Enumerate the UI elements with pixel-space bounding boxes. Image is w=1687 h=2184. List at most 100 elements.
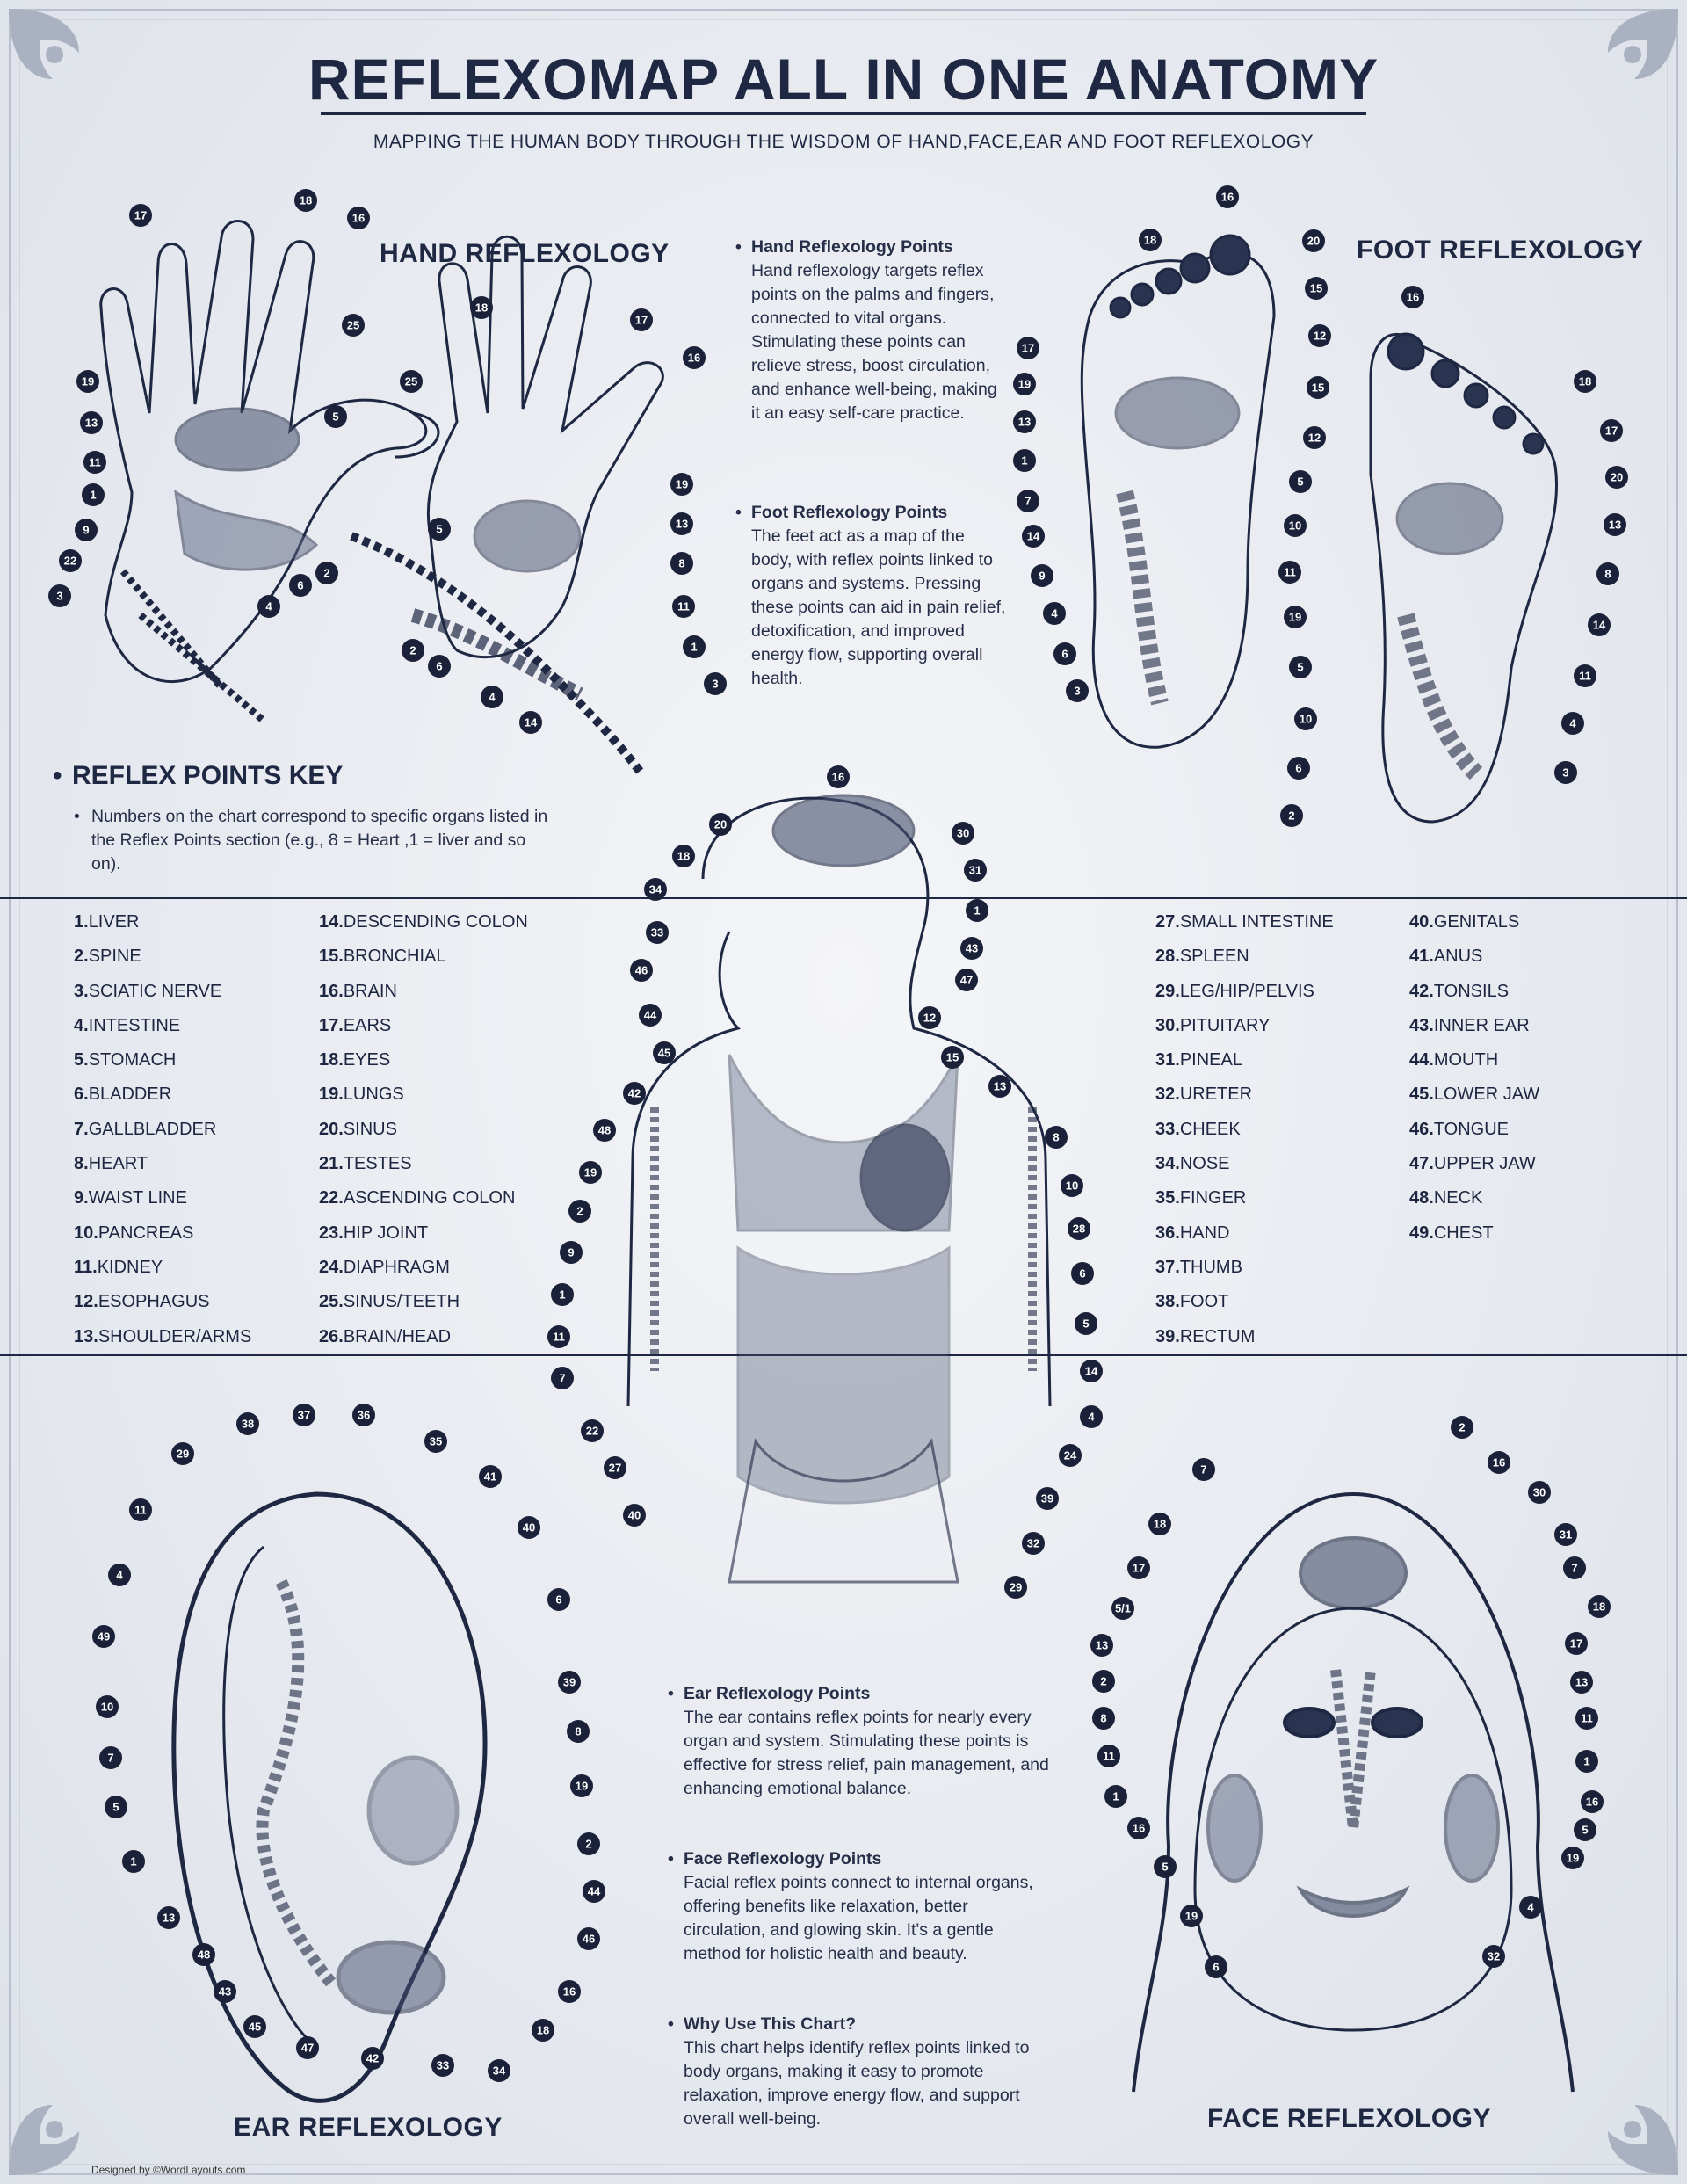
key-item: 41.ANUS [1409,940,1539,974]
callout-number: 15 [1312,381,1324,395]
callout-number: 13 [85,417,98,430]
callout-marker [1278,561,1301,584]
callout-marker [324,405,347,428]
page-title: REFLEXOMAP ALL IN ONE ANATOMY [308,47,1379,112]
callout-number: 40 [523,1521,535,1535]
callout-marker [1596,562,1619,585]
key-item: 48.NECK [1409,1181,1539,1215]
callout-marker [1148,1513,1171,1535]
callout-marker [1127,1556,1150,1579]
callout-marker [424,1430,447,1453]
key-item: 44.MOUTH [1409,1043,1539,1077]
callout-marker [709,813,732,836]
callout-marker [129,204,152,227]
info-hand-heading: Hand Reflexology Points [735,236,1006,259]
callout-number: 5/1 [1115,1602,1131,1615]
key-item: 3.SCIATIC NERVE [74,975,251,1009]
callout-marker [1192,1458,1215,1481]
key-item-number: 39. [1155,1326,1180,1346]
callout-marker [1180,1905,1203,1927]
callout-marker [1575,1750,1598,1773]
callout-number: 9 [1039,570,1045,583]
key-item-label: NOSE [1179,1154,1230,1174]
key-item-number: 16. [319,981,344,1001]
key-item: 47.UPPER JAW [1409,1147,1539,1181]
right-hand-illustration [350,235,664,777]
callout-number: 11 [134,1504,147,1517]
callout-marker [644,878,667,901]
key-item-number: 4. [74,1015,89,1035]
callout-marker [289,574,312,597]
callout-marker [481,686,503,708]
callout-marker [1581,1790,1604,1813]
key-item-label: LUNGS [343,1085,404,1105]
key-item: 2.SPINE [74,940,251,974]
callout-marker [518,1516,540,1539]
callout-number: 10 [101,1701,113,1714]
callout-marker [964,859,987,882]
key-item-label: TESTES [343,1154,412,1174]
key-item-number: 31. [1155,1050,1180,1070]
callout-number: 12 [1308,432,1321,445]
callout-number: 8 [1604,568,1611,581]
callout-number: 19 [82,375,94,388]
callout-number: 18 [1154,1518,1166,1531]
callout-marker [75,519,98,541]
key-item-number: 29. [1155,981,1180,1001]
reflex-key-description: Numbers on the chart correspond to speci… [74,805,548,876]
corner-ornament [9,2105,79,2175]
callout-marker [1092,1707,1115,1730]
callout-number: 33 [437,2059,449,2072]
callout-marker [1451,1416,1473,1439]
callout-marker [547,1588,570,1611]
key-item-number: 42. [1409,981,1434,1001]
callout-marker [1127,1817,1150,1839]
callout-marker [157,1906,180,1929]
key-item-label: WAIST LINE [88,1188,187,1208]
callout-marker [1013,449,1036,472]
title-underline [321,112,1366,115]
callout-marker [1216,185,1239,208]
key-item-number: 5. [74,1050,89,1070]
callout-number: 11 [553,1331,565,1344]
key-item-number: 45. [1409,1085,1434,1105]
key-item-label: SINUS [343,1119,397,1139]
callout-number: 16 [1221,191,1234,204]
key-item-label: INTESTINE [88,1015,181,1035]
callout-marker [918,1006,941,1029]
callout-marker [1139,229,1162,251]
key-item: 28.SPLEEN [1155,940,1334,974]
callout-marker [683,635,706,658]
key-item: 32.URETER [1155,1077,1334,1112]
key-item-number: 43. [1409,1015,1434,1035]
callout-marker [551,1283,574,1306]
callout-marker [1280,804,1303,827]
callout-marker [192,1943,215,1966]
key-item: 23.HIP JOINT [319,1216,528,1251]
key-item-label: NECK [1433,1188,1483,1208]
callout-number: 1 [974,904,980,918]
callout-number: 6 [555,1593,561,1607]
callout-marker [583,1880,605,1903]
callout-number: 39 [563,1676,576,1689]
callout-number: 12 [1314,330,1326,343]
key-item-number: 41. [1409,947,1434,967]
key-item-number: 30. [1155,1015,1180,1035]
callout-marker [1574,370,1596,393]
callout-marker [1059,1444,1082,1467]
callout-number: 4 [265,600,272,613]
callout-number: 14 [1593,619,1606,632]
callout-marker [581,1419,604,1442]
key-item-number: 35. [1155,1188,1180,1208]
callout-marker [257,595,280,618]
callout-marker [92,1625,115,1648]
callout-marker [653,1041,676,1064]
callout-number: 4 [116,1569,123,1582]
callout-marker [296,2036,319,2059]
callout-number: 45 [658,1047,670,1060]
callout-number: 22 [64,555,76,568]
callout-marker [1519,1896,1542,1919]
key-item-label: LEG/HIP/PELVIS [1179,981,1314,1001]
callout-marker [1092,1670,1115,1693]
